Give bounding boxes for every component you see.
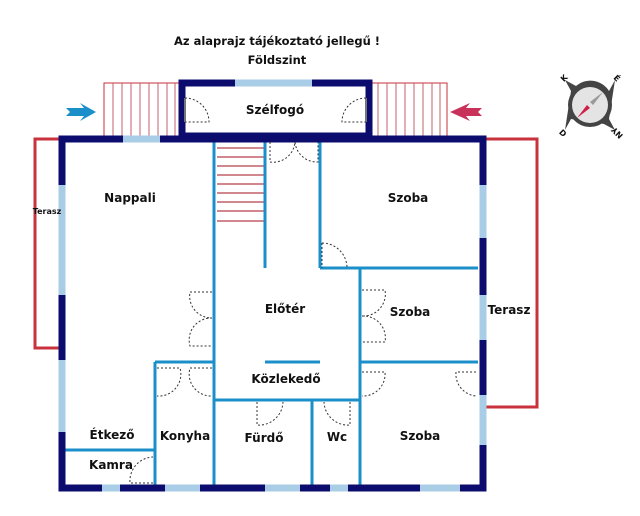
terrace-left-label: Terasz [33,207,62,216]
compass-icon: K É D NY [557,72,625,140]
inner-walls [62,142,478,488]
room-szoba-2: Szoba [390,305,431,319]
room-kozlekedo: Közlekedő [251,372,320,386]
room-etkezo: Étkező [90,427,135,442]
room-wc: Wc [327,430,347,444]
compass-e: K [559,72,570,83]
windows [58,79,487,492]
room-konyha: Konyha [160,429,210,443]
room-szelfogo: Szélfogó [246,103,304,117]
plan-disclaimer: Az alaprajz tájékoztató jellegű ! [174,34,380,48]
terrace-left [33,137,64,350]
room-szoba-3: Szoba [400,429,441,443]
entry-arrow-left-icon [66,103,96,121]
compass-n: É [612,72,624,84]
room-kamra: Kamra [89,458,133,472]
room-szoba-1: Szoba [388,191,429,205]
room-eloter: Előtér [265,302,305,316]
floor-name: Földszint [248,53,307,67]
entrance-stairs-right [368,82,448,137]
terrace-right [481,137,539,409]
entrance-stairs-left [103,82,183,137]
room-furdo: Fürdő [245,431,284,445]
interior-stairs [217,147,264,222]
compass-s: D [557,128,568,139]
entry-arrow-right-icon [450,103,482,121]
room-nappali: Nappali [104,191,156,205]
doors [129,97,477,484]
terrace-right-label: Terasz [488,303,531,317]
